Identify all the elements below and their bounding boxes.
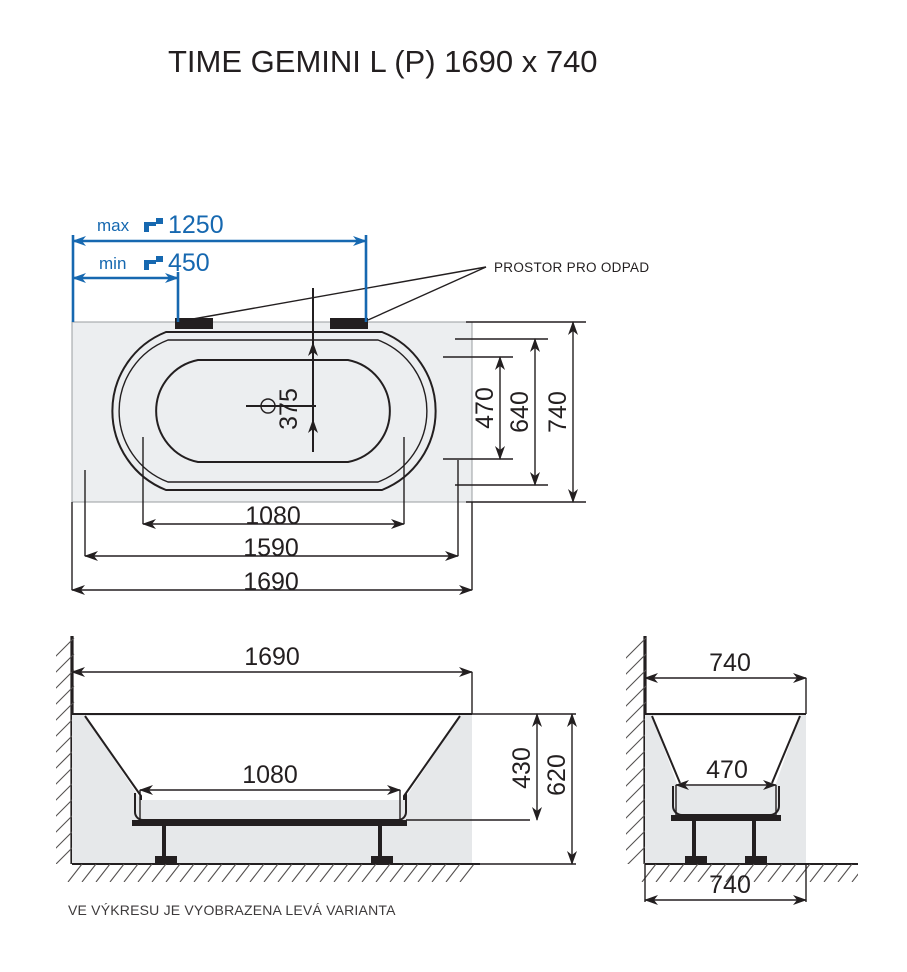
dim-text-740-side-bottom: 740 bbox=[709, 871, 751, 899]
tub-base-bar-front bbox=[132, 820, 407, 826]
page-title: TIME GEMINI L (P) 1690 x 740 bbox=[168, 44, 598, 79]
tub-leg-right-front bbox=[378, 826, 382, 859]
dim-prefix-max: max bbox=[97, 216, 130, 235]
drain-space-block-left bbox=[175, 318, 213, 329]
dim-text-375: 375 bbox=[275, 388, 303, 430]
tap-dimension-group: max 1250 min 450 bbox=[71, 211, 368, 322]
leader-line-2 bbox=[367, 266, 487, 321]
dim-text-max-1250: 1250 bbox=[168, 211, 224, 239]
tub-foot-right-front bbox=[371, 856, 393, 863]
faucet-icon-max bbox=[144, 218, 163, 232]
dim-text-430: 430 bbox=[508, 747, 536, 789]
tub-basin bbox=[155, 359, 391, 463]
drain-space-block-right bbox=[330, 318, 368, 329]
tub-base-bar-side bbox=[671, 815, 781, 821]
dim-text-1690-top-view: 1690 bbox=[243, 568, 299, 596]
tub-rim-inner-offset bbox=[118, 339, 428, 483]
tub-basin-side-fill bbox=[652, 716, 800, 786]
tub-leg-right-side bbox=[752, 821, 756, 859]
leader-line-1 bbox=[175, 266, 487, 323]
tub-leg-left-side bbox=[692, 821, 696, 859]
footnote-text: VE VÝKRESU JE VYOBRAZENA LEVÁ VARIANTA bbox=[68, 902, 396, 918]
dim-text-740-top-view: 740 bbox=[544, 391, 572, 433]
tub-foot-left-front bbox=[155, 856, 177, 863]
wall-hatching-side bbox=[626, 637, 646, 864]
dim-text-740-side-top: 740 bbox=[709, 649, 751, 677]
tub-basin-front-fill bbox=[85, 716, 460, 800]
ground-hatching-front bbox=[67, 864, 475, 882]
drain-space-label: PROSTOR PRO ODPAD bbox=[494, 260, 649, 275]
dim-text-640: 640 bbox=[506, 391, 534, 433]
tub-wall-right-side bbox=[771, 715, 801, 784]
dim-text-470: 470 bbox=[471, 387, 499, 429]
dim-text-620: 620 bbox=[543, 754, 571, 796]
wall-hatching-front bbox=[56, 637, 75, 864]
top-view: PROSTOR PRO ODPAD 375 470 640 74 bbox=[71, 260, 649, 596]
dim-text-470-side: 470 bbox=[706, 756, 748, 784]
tub-wall-left-front bbox=[84, 715, 142, 800]
tub-wall-right-front bbox=[403, 715, 461, 800]
dim-text-1690-front: 1690 bbox=[244, 643, 300, 671]
faucet-icon-min bbox=[144, 256, 163, 270]
side-elevation-view: 740 470 740 bbox=[626, 636, 858, 905]
dim-text-1080-top-view: 1080 bbox=[245, 502, 301, 530]
dim-text-min-450: 450 bbox=[168, 249, 210, 277]
front-elevation-view: 1690 1080 430 620 bbox=[56, 636, 577, 882]
dim-text-1590: 1590 bbox=[243, 534, 299, 562]
dim-prefix-min: min bbox=[99, 254, 126, 273]
dim-text-1080-front: 1080 bbox=[242, 761, 298, 789]
tub-leg-left-front bbox=[162, 826, 166, 859]
tub-wall-left-side bbox=[651, 715, 681, 784]
tub-foot-right-side bbox=[745, 856, 767, 863]
tub-rim-outer bbox=[111, 331, 437, 491]
tub-foot-left-side bbox=[685, 856, 707, 863]
